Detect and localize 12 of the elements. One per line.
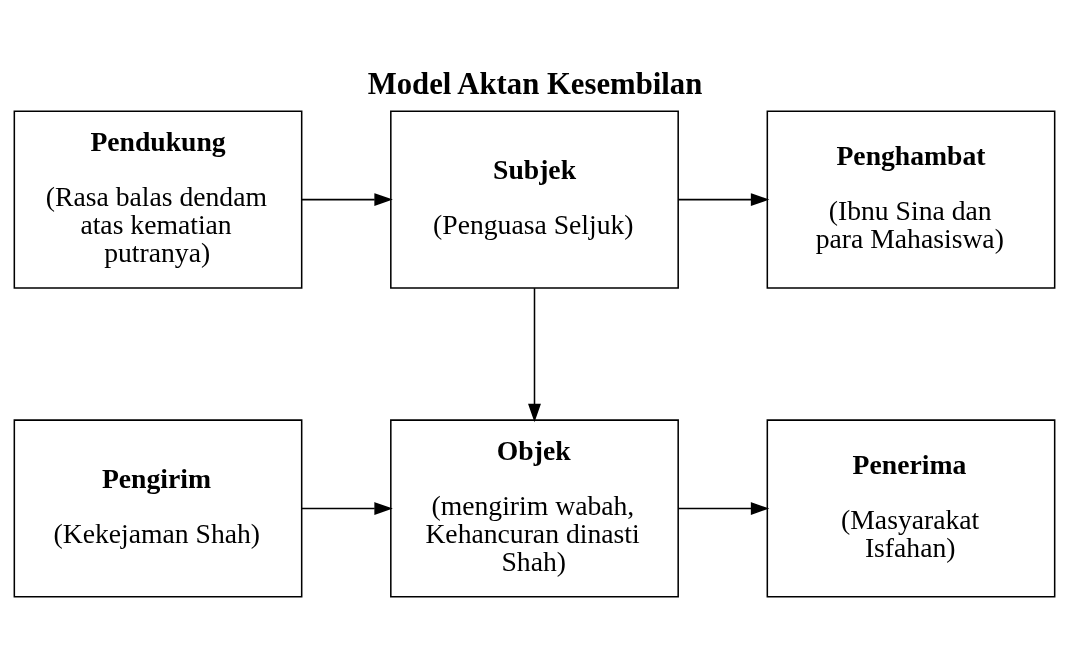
- node-box: Subjek (Penguasa Seljuk): [390, 110, 679, 289]
- node-box: Pengirim (Kekejaman Shah): [13, 418, 303, 598]
- arrow: [528, 286, 541, 422]
- node-box: Penerima (Masyarakat Isfahan): [766, 418, 1056, 598]
- node-box: Pendukung (Rasa balas dendam atas kematian putranya): [13, 110, 303, 289]
- arrow: [301, 192, 393, 206]
- arrow: [301, 501, 393, 515]
- diagram-title: Model Aktan Kesembilan: [367, 66, 703, 101]
- node-box: Objek (mengirim wabah, Kehancuran dinasti Shah): [390, 418, 679, 598]
- node-box: Penghambat (Ibnu Sina dan para Mahasiswa): [766, 110, 1056, 289]
- arrow: [677, 192, 770, 206]
- arrow: [677, 501, 770, 515]
